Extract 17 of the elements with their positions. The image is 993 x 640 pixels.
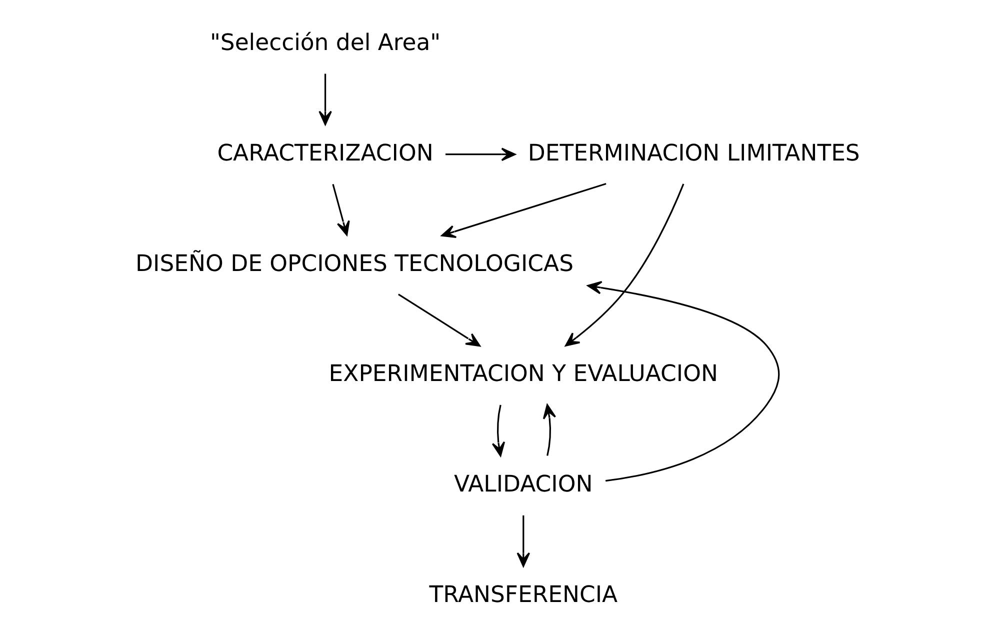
arrow bbox=[542, 404, 556, 456]
node-text: "Selección del Area" bbox=[209, 30, 440, 56]
arrow bbox=[586, 281, 780, 482]
node-text: VALIDACION bbox=[454, 472, 592, 498]
arrow bbox=[318, 74, 332, 126]
node-text: DETERMINACION LIMITANTES bbox=[527, 140, 860, 166]
arrow bbox=[445, 148, 516, 162]
arrow bbox=[440, 182, 606, 238]
arrow bbox=[564, 184, 684, 346]
arrow bbox=[332, 184, 350, 236]
node-text: DISEÑO DE OPCIONES TECNOLOGICAS bbox=[135, 250, 574, 277]
arrow bbox=[516, 515, 530, 567]
arrow bbox=[491, 404, 505, 456]
node-text: EXPERIMENTACION Y EVALUACION bbox=[328, 361, 718, 388]
node-text: TRANSFERENCIA bbox=[428, 582, 618, 608]
arrow bbox=[398, 294, 480, 347]
node-text: CARACTERIZACION bbox=[216, 140, 433, 166]
